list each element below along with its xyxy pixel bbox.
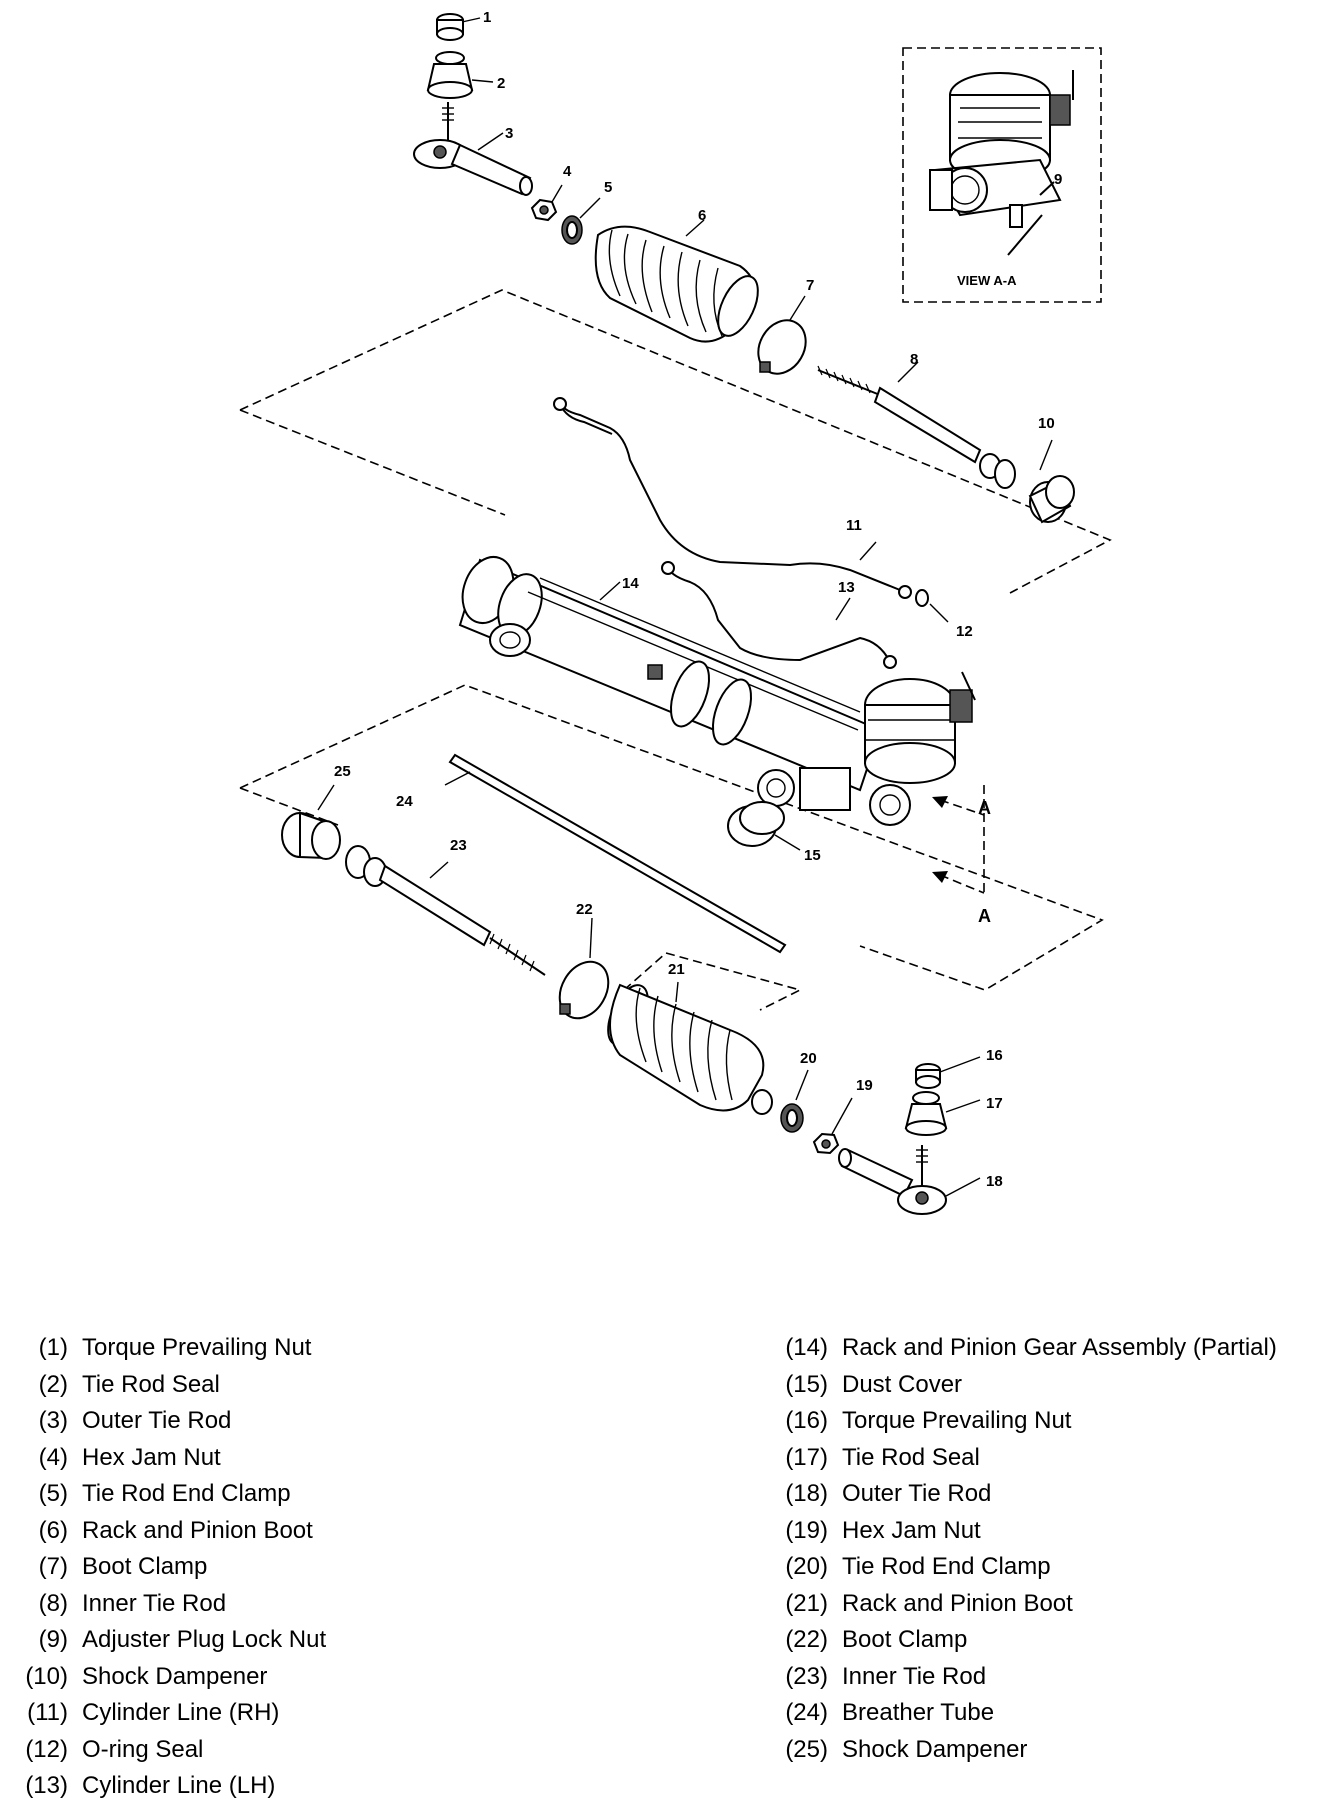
callout-12: 12 — [956, 623, 973, 640]
tie-rod-end-clamp-top — [561, 197, 601, 245]
legend-item: (19)Hex Jam Nut — [785, 1516, 981, 1544]
dust-cover — [727, 801, 801, 851]
legend-item: (16)Torque Prevailing Nut — [785, 1407, 1072, 1434]
rack-and-pinion-gear-assembly — [458, 556, 976, 826]
outer-tie-rod-top — [413, 102, 533, 196]
section-mark-a-bottom: A — [978, 906, 991, 926]
callout-13: 13 — [838, 579, 855, 596]
tie-rod-seal-bottom — [904, 1091, 981, 1136]
tie-rod-end-clamp-bottom — [780, 1069, 809, 1133]
cylinder-line-lh — [661, 561, 897, 669]
section-a-markers — [932, 785, 985, 894]
legend-item: (22)Boot Clamp — [785, 1626, 968, 1653]
legend-item: (6)Rack and Pinion Boot — [38, 1516, 313, 1544]
rack-and-pinion-boot-top — [594, 219, 759, 343]
legend-item: (1)Torque Prevailing Nut — [38, 1334, 312, 1361]
rack-and-pinion-boot-bottom — [607, 952, 803, 1115]
legend-item: (23)Inner Tie Rod — [785, 1662, 987, 1690]
callout-21: 21 — [668, 961, 685, 978]
legend-item: (25)Shock Dampener — [785, 1735, 1028, 1763]
callout-15: 15 — [804, 847, 821, 864]
legend-item: (8)Inner Tie Rod — [38, 1589, 227, 1617]
callout-14: 14 — [622, 575, 639, 592]
callout-19: 19 — [856, 1077, 873, 1094]
legend-item: (14)Rack and Pinion Gear Assembly (Parti… — [785, 1334, 1277, 1361]
callout-4: 4 — [563, 163, 572, 180]
callout-1: 1 — [483, 9, 491, 26]
torque-prevailing-nut-top — [436, 13, 481, 41]
legend-item: (18)Outer Tie Rod — [785, 1480, 992, 1507]
callout-24: 24 — [396, 793, 413, 810]
legend-item: (11)Cylinder Line (RH) — [27, 1699, 280, 1726]
legend-item: (3)Outer Tie Rod — [38, 1407, 232, 1434]
legend-item: (17)Tie Rod Seal — [785, 1443, 980, 1471]
legend-item: (13)Cylinder Line (LH) — [25, 1772, 276, 1799]
legend-item: (15)Dust Cover — [785, 1370, 963, 1398]
boot-clamp-top — [757, 295, 807, 375]
tie-rod-seal-top — [426, 51, 494, 99]
legend-item: (12)O-ring Seal — [25, 1735, 204, 1763]
lower-assembly-plane — [239, 684, 1104, 991]
callout-8: 8 — [910, 351, 918, 368]
callout-6: 6 — [698, 207, 706, 224]
hex-jam-nut-top — [530, 184, 563, 222]
legend-item: (7)Boot Clamp — [38, 1553, 208, 1580]
callout-3: 3 — [505, 125, 513, 142]
upper-assembly-plane — [239, 289, 1112, 594]
cylinder-line-rh — [553, 397, 912, 599]
breather-tube — [444, 753, 787, 954]
shock-dampener-top — [1028, 439, 1075, 524]
callout-22: 22 — [576, 901, 593, 918]
torque-prevailing-nut-bottom — [915, 1056, 981, 1089]
boot-clamp-bottom — [558, 917, 610, 1020]
callout-11: 11 — [846, 517, 862, 534]
hex-jam-nut-bottom — [812, 1097, 853, 1155]
legend-item: (21)Rack and Pinion Boot — [785, 1589, 1073, 1617]
callout-7: 7 — [806, 277, 814, 294]
shock-dampener-bottom — [281, 784, 341, 860]
callout-18: 18 — [986, 1173, 1003, 1190]
legend-item: (9)Adjuster Plug Lock Nut — [38, 1626, 327, 1653]
callout-25: 25 — [334, 763, 351, 780]
callout-9: 9 — [1054, 171, 1062, 188]
legend-item: (10)Shock Dampener — [25, 1662, 268, 1690]
callout-labels: 1 2 3 4 5 6 7 8 9 10 11 12 13 14 15 16 1… — [334, 9, 1062, 1190]
callout-5: 5 — [604, 179, 612, 196]
exploded-parts-diagram: VIEW A-A — [239, 9, 1112, 1215]
legend-item: (20)Tie Rod End Clamp — [785, 1553, 1051, 1580]
callout-10: 10 — [1038, 415, 1055, 432]
o-ring-seal — [915, 589, 949, 623]
legend-left-column: (1)Torque Prevailing Nut (2)Tie Rod Seal… — [6, 1330, 566, 1805]
legend-item: (4)Hex Jam Nut — [38, 1443, 221, 1471]
legend-item: (5)Tie Rod End Clamp — [38, 1480, 291, 1507]
callout-16: 16 — [986, 1047, 1003, 1064]
callout-20: 20 — [800, 1050, 817, 1067]
inner-tie-rod-bottom — [345, 845, 546, 976]
legend-right-column: (14)Rack and Pinion Gear Assembly (Parti… — [758, 1330, 1338, 1768]
legend-item: (24)Breather Tube — [785, 1699, 995, 1726]
callout-17: 17 — [986, 1095, 1003, 1112]
section-mark-a-top: A — [978, 798, 991, 818]
callout-23: 23 — [450, 837, 467, 854]
view-a-a-label: VIEW A-A — [957, 273, 1017, 288]
inner-tie-rod-top — [817, 361, 1016, 489]
outer-tie-rod-bottom — [838, 1145, 981, 1215]
legend-item: (2)Tie Rod Seal — [38, 1370, 220, 1398]
view-a-a-inset: VIEW A-A — [902, 47, 1102, 303]
callout-2: 2 — [497, 75, 505, 92]
